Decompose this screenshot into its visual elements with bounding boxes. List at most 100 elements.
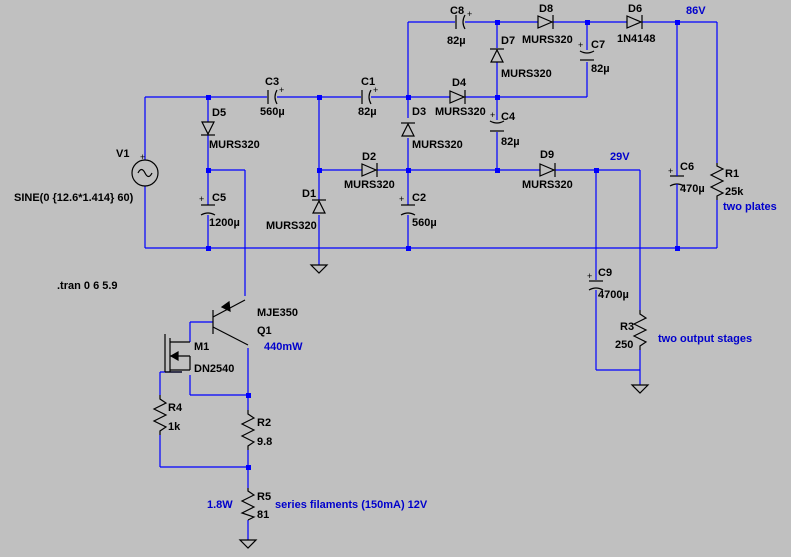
resistor-r4: [152, 395, 168, 435]
diode-d3: [401, 122, 415, 137]
label-c3: C3: [265, 76, 279, 88]
label-r3: R3: [620, 321, 634, 333]
value-c6: 470µ: [680, 183, 705, 195]
note-two-output-stages: two output stages: [658, 333, 752, 345]
value-d7: MURS320: [501, 68, 552, 80]
label-r2: R2: [257, 417, 271, 429]
value-c2: 560µ: [412, 217, 437, 229]
value-r5: 81: [257, 509, 269, 521]
value-c3: 560µ: [260, 106, 285, 118]
resistor-r5: [240, 488, 256, 521]
diode-d4: [449, 90, 466, 104]
label-86v: 86V: [686, 5, 706, 17]
svg-text:+: +: [373, 85, 378, 95]
value-c4: 82µ: [501, 136, 520, 148]
label-d5: D5: [212, 107, 226, 119]
polarity-marks: + + + + + + + + +: [199, 9, 673, 281]
ground-d1: [309, 264, 329, 274]
tran-directive: .tran 0 6 5.9: [57, 280, 118, 292]
label-c6: C6: [680, 161, 694, 173]
label-r5: R5: [257, 491, 271, 503]
label-d8: D8: [539, 3, 553, 15]
value-d9: MURS320: [522, 179, 573, 191]
power-q1: 440mW: [264, 341, 303, 353]
label-r1: R1: [725, 168, 739, 180]
power-r5: 1.8W: [207, 499, 233, 511]
transistor-q1: [212, 299, 249, 346]
diode-d6: [626, 15, 643, 29]
capacitor-c4: [489, 120, 505, 132]
label-c7: C7: [591, 39, 605, 51]
value-c1: 82µ: [358, 106, 377, 118]
svg-text:+: +: [668, 166, 673, 176]
diode-d5: [201, 121, 215, 136]
source-spec: SINE(0 {12.6*1.414} 60): [14, 192, 134, 204]
resistor-r1: [709, 163, 725, 200]
wires: [144, 21, 718, 540]
resistor-r3: [632, 310, 648, 350]
voltage-source-v1: +: [131, 152, 159, 187]
label-c9: C9: [598, 267, 612, 279]
label-r4: R4: [168, 402, 183, 414]
note-series-filaments: series filaments (150mA) 12V: [275, 499, 428, 511]
svg-text:+: +: [279, 85, 284, 95]
capacitor-c5: [200, 204, 216, 216]
junctions: [206, 20, 680, 470]
value-r2: 9.8: [257, 436, 272, 448]
value-c9: 4700µ: [598, 289, 629, 301]
diode-d8: [537, 15, 554, 29]
ground-r3: [630, 384, 650, 394]
value-r3: 250: [615, 339, 633, 351]
resistor-r2: [240, 410, 256, 450]
diode-d2: [361, 163, 378, 177]
label-c4: C4: [501, 111, 516, 123]
note-two-plates: two plates: [723, 201, 777, 213]
labels: C8 82µ D8 MURS320 D6 1N4148 86V D7 MURS3…: [14, 3, 777, 521]
value-d2: MURS320: [344, 179, 395, 191]
label-d7: D7: [501, 35, 515, 47]
capacitor-c1: [361, 89, 372, 105]
capacitor-c8: [455, 14, 466, 30]
svg-text:+: +: [490, 110, 495, 120]
value-r1: 25k: [725, 186, 744, 198]
ground-r5: [238, 539, 258, 549]
value-d5: MURS320: [209, 139, 260, 151]
label-m1: M1: [194, 341, 209, 353]
svg-text:+: +: [199, 194, 204, 204]
mosfet-m1: [164, 334, 191, 373]
label-d2: D2: [362, 151, 376, 163]
label-c1: C1: [361, 76, 375, 88]
value-d8: MURS320: [522, 34, 573, 46]
value-d6: 1N4148: [617, 33, 656, 45]
label-d1: D1: [302, 188, 316, 200]
diode-d1: [312, 199, 326, 214]
diode-d9: [539, 163, 556, 177]
value-c7: 82µ: [591, 63, 610, 75]
svg-text:+: +: [140, 152, 145, 162]
value-d4: MURS320: [435, 106, 486, 118]
label-d3: D3: [412, 106, 426, 118]
value-r4: 1k: [168, 421, 181, 433]
diode-d7: [490, 48, 504, 63]
label-v1: V1: [116, 148, 129, 160]
svg-text:+: +: [578, 40, 583, 50]
label-d9: D9: [540, 149, 554, 161]
label-d6: D6: [628, 3, 642, 15]
label-29v: 29V: [610, 151, 630, 163]
label-q1: Q1: [257, 325, 272, 337]
capacitor-c6: [669, 168, 685, 192]
value-d1: MURS320: [266, 220, 317, 232]
label-c2: C2: [412, 192, 426, 204]
value-m1: DN2540: [194, 363, 234, 375]
capacitor-c9: [588, 280, 604, 291]
svg-text:+: +: [399, 194, 404, 204]
capacitor-c3: [267, 89, 278, 105]
svg-text:+: +: [467, 9, 472, 19]
value-d3: MURS320: [412, 139, 463, 151]
label-d4: D4: [452, 77, 467, 89]
label-c5: C5: [212, 192, 226, 204]
value-c5: 1200µ: [209, 217, 240, 229]
svg-text:+: +: [587, 271, 592, 281]
